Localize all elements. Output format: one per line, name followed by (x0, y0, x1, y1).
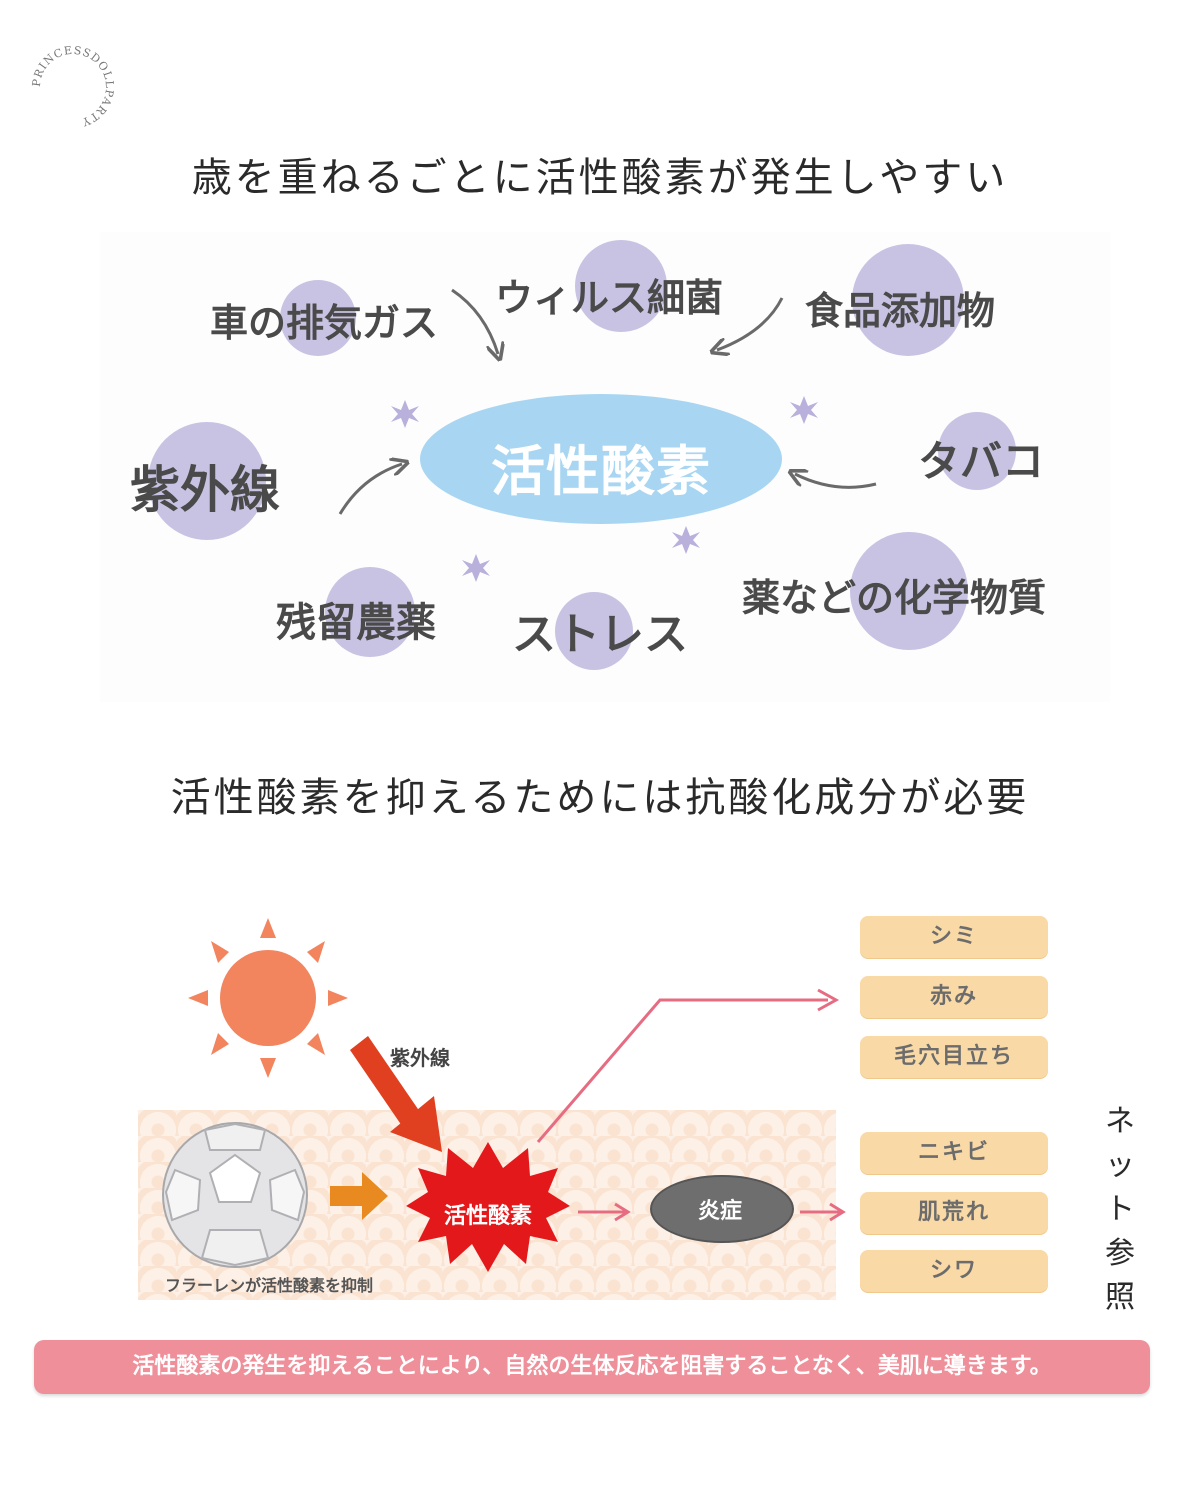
arrow-additives (717, 297, 784, 350)
additives-circle (852, 244, 964, 356)
result-acne: ニキビ (860, 1132, 1048, 1174)
factor-stress: ストレス (512, 609, 688, 660)
inflammation-label: 炎症 (697, 1199, 742, 1224)
uv-circle (148, 422, 266, 540)
arrow-exhaust (451, 288, 498, 354)
section-title-aging: 歳を重ねるごとに活性酸素が発生しやすい (191, 155, 1009, 201)
factor-uv: 紫外線 (130, 461, 280, 519)
inflammation-ellipse (650, 1175, 794, 1243)
result-redness: 赤み (860, 976, 1048, 1018)
result-spots: シミ (860, 916, 1048, 958)
factor-chemicals: 薬などの化学物質 (742, 576, 1047, 620)
tobacco-circle (938, 412, 1016, 490)
uv-arrow (350, 1036, 442, 1152)
center-label: 活性酸素 (491, 440, 711, 503)
chemicals-circle (850, 532, 968, 650)
arrow-uv (338, 464, 402, 515)
antioxidant-mechanism-diagram: 紫外線 活性酸素 炎症 フラーレンが活性酸素を抑制 シミ 赤み 毛穴目立ち ニキ… (100, 880, 1110, 1320)
diagram1-arrows (338, 288, 877, 582)
fullerene-caption: フラーレンが活性酸素を抑制 (165, 1276, 374, 1295)
stress-circle (555, 592, 633, 670)
source-note: ネット参照 (1105, 1104, 1135, 1315)
uv-label: 紫外線 (390, 1046, 450, 1070)
factor-exhaust: 車の排気ガス (210, 301, 439, 345)
sun-icon (188, 918, 348, 1078)
result-pores: 毛穴目立ち (860, 1036, 1048, 1078)
brand-logo: PRINCESSDOLLPARTY (30, 44, 116, 129)
pesticide-circle (325, 567, 415, 657)
suppress-arrow (330, 1172, 388, 1220)
effect-lines (536, 988, 846, 1222)
sparkle-icon (790, 396, 818, 424)
result-wrinkles: シワ (860, 1250, 1048, 1292)
fullerene-ball-icon (162, 1122, 308, 1268)
factor-tobacco: タバコ (918, 437, 1045, 486)
exhaust-circle (280, 280, 356, 356)
diagram2-graphics (162, 918, 846, 1272)
factor-virus: ウィルス細菌 (495, 276, 724, 320)
result-rough-skin: 肌荒れ (860, 1192, 1048, 1234)
burst-label: 活性酸素 (443, 1204, 532, 1229)
free-radical-causes-diagram: 活性酸素 車の排気ガス ウィルス細菌 食品添加物 紫外線 タバコ 残留農薬 スト… (100, 232, 1110, 702)
logo-text: PRINCESSDOLLPARTY (30, 44, 116, 129)
center-ellipse (420, 394, 782, 524)
free-radical-burst-icon (406, 1142, 570, 1272)
factor-pesticide: 残留農薬 (276, 600, 436, 646)
benefit-banner: 活性酸素の発生を抑えることにより、自然の生体反応を阻害することなく、美肌に導きま… (34, 1340, 1150, 1394)
sparkle-icon (672, 526, 700, 554)
sparkle-icon (391, 400, 419, 428)
virus-circle (575, 240, 667, 332)
sparkle-icons (391, 396, 818, 582)
sparkle-icon (462, 554, 490, 582)
factor-additives: 食品添加物 (805, 289, 996, 333)
arrow-tobacco (795, 474, 877, 489)
section-title-antioxidant: 活性酸素を抑えるためには抗酸化成分が必要 (170, 775, 1030, 821)
